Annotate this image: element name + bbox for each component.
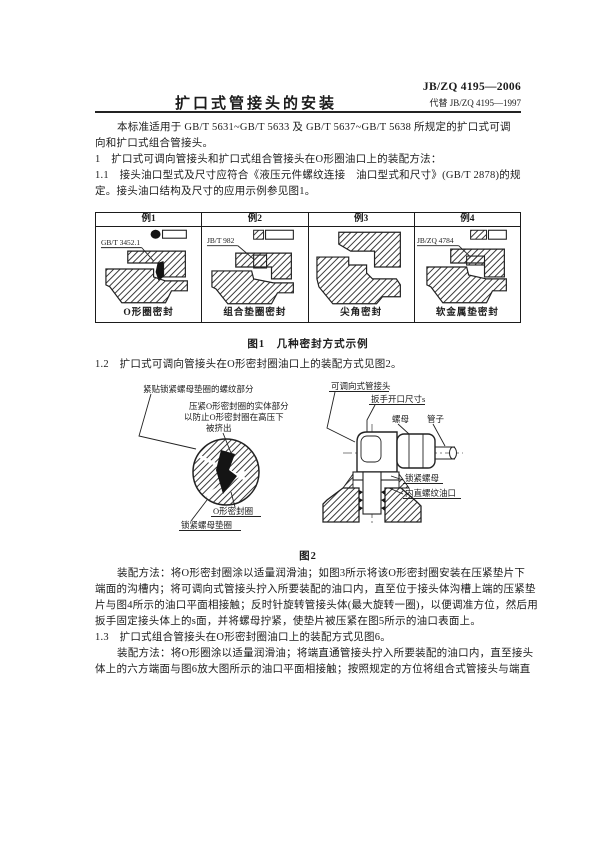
label-locknut-washer: 锁紧螺母垫圈 (181, 520, 232, 530)
body-line: 装配方法：将O形密封圈涂以适量润滑油；如图3所示将该O形密封圈安装在压紧垫片下 (117, 568, 526, 579)
page-title: 扩口式管接头的安装 (174, 96, 337, 112)
gasket-symbol-icon (469, 229, 507, 240)
figure2: 紧贴锁紧螺母垫圈的螺纹部分 压紧O形密封圈的实体部分 以防止O形密封圈在高压下 … (95, 376, 521, 546)
seal-drawing-sharp-corner (309, 227, 414, 307)
figure2-caption: 图2 (299, 551, 317, 562)
seal-ref-label: JB/T 982 (207, 236, 235, 245)
label-press1: 压紧O形密封圈的实体部分 (189, 401, 289, 411)
figure2-elbow-drawing (322, 424, 463, 524)
body-line: 片与图4所示的油口平面相接触；反时针旋转管接头体(最大旋转一圈)，以便调准方位，… (95, 600, 538, 611)
label-threaded-port: 内直螺纹油口 (405, 488, 456, 498)
figure1-col-header: 例3 (308, 213, 414, 227)
seal-caption: 尖角密封 (340, 308, 383, 318)
label-press2: 以防止O形密封圈在高压下 (184, 412, 284, 422)
doc-supersedes: 代替 JB/ZQ 4195—1997 (429, 98, 521, 108)
label-locknut: 锁紧螺母 (405, 473, 439, 483)
figure2-detail-circle (192, 438, 260, 506)
figure1-col-example3: 例3 尖角密封 (308, 213, 415, 322)
label-wrench-size: 扳手开口尺寸s (371, 394, 425, 404)
oring-symbol-icon (150, 229, 187, 239)
intro-line: 定。接头油口结构及尺寸的应用示例参见图1。 (95, 186, 316, 197)
intro-line: 1 扩口式可调向管接头和扩口式组合管接头在O形圈油口上的装配方法： (95, 154, 442, 165)
figure1-table: 例1 GB/T 3452.1 O形圈密封 (95, 212, 521, 323)
seal-ref-label: GB/T 3452.1 (101, 238, 140, 247)
figure1-col-header: 例2 (202, 213, 308, 227)
doc-code: JB/ZQ 4195—2006 (422, 81, 521, 93)
seal-caption: 组合垫圈密封 (223, 308, 287, 318)
label-thread-part: 紧贴锁紧螺母垫圈的螺纹部分 (143, 384, 254, 394)
label-nut: 螺母 (392, 414, 409, 424)
section-1-2-line: 1.2 扩口式可调向管接头在O形密封圈油口上的装配方式见图2。 (95, 359, 402, 370)
seal-ref-label: JB/ZQ 4784 (417, 236, 454, 245)
figure1-col-header: 例1 (96, 213, 202, 227)
header-rule (95, 111, 521, 113)
seal-drawing-soft-metal: JB/ZQ 4784 (415, 227, 520, 307)
figure1-col-example4: 例4 JB/ZQ 4784 软金属垫密封 (414, 213, 520, 322)
body-line: 端面的沟槽内；将可调向式管接头拧入所要装配的油口内，直至位于接头体沟槽上端的压紧… (95, 584, 536, 595)
body-line: 1.3 扩口式组合管接头在O形密封圈油口上的装配方式见图6。 (95, 632, 391, 643)
seal-caption: O形圈密封 (123, 308, 174, 318)
figure1-col-header: 例4 (414, 213, 520, 227)
label-tube: 管子 (427, 414, 445, 424)
seal-drawing-bonded-washer: JB/T 982 (202, 227, 307, 307)
label-adjustable-fitting: 可调向式管接头 (331, 381, 391, 391)
figure1-col-example1: 例1 GB/T 3452.1 O形圈密封 (96, 213, 203, 322)
seal-drawing-oring: GB/T 3452.1 (96, 227, 201, 307)
body-line: 装配方法：将O形圈涂以适量润滑油；将端直通管接头拧入所要装配的油口内，直至接头 (117, 648, 534, 659)
label-oring: O形密封圈 (213, 506, 253, 516)
intro-line: 1.1 接头油口型式及尺寸应符合《液压元件螺纹连接 油口型式和尺寸》(GB/T … (95, 170, 521, 181)
seal-caption: 软金属垫密封 (435, 308, 499, 318)
intro-line: 向和扩口式组合管接头。 (95, 138, 214, 149)
body-line: 体上的六方端面与图6放大图所示的油口平面相接触；按照规定的方位将组合式管接头与端… (95, 664, 531, 675)
intro-line: 本标准适用于 GB/T 5631~GB/T 5633 及 GB/T 5637~G… (117, 122, 511, 133)
figure1-caption: 图1 几种密封方式示例 (247, 339, 369, 350)
label-press3: 被挤出 (206, 423, 232, 433)
washer-symbol-icon (253, 229, 295, 240)
body-line: 扳手固定接头体上的s面，并将螺母拧紧，使垫片被压紧在图5所示的油口表面上。 (95, 616, 482, 627)
figure1-col-example2: 例2 JB/T 982 组合垫圈密封 (202, 213, 309, 322)
